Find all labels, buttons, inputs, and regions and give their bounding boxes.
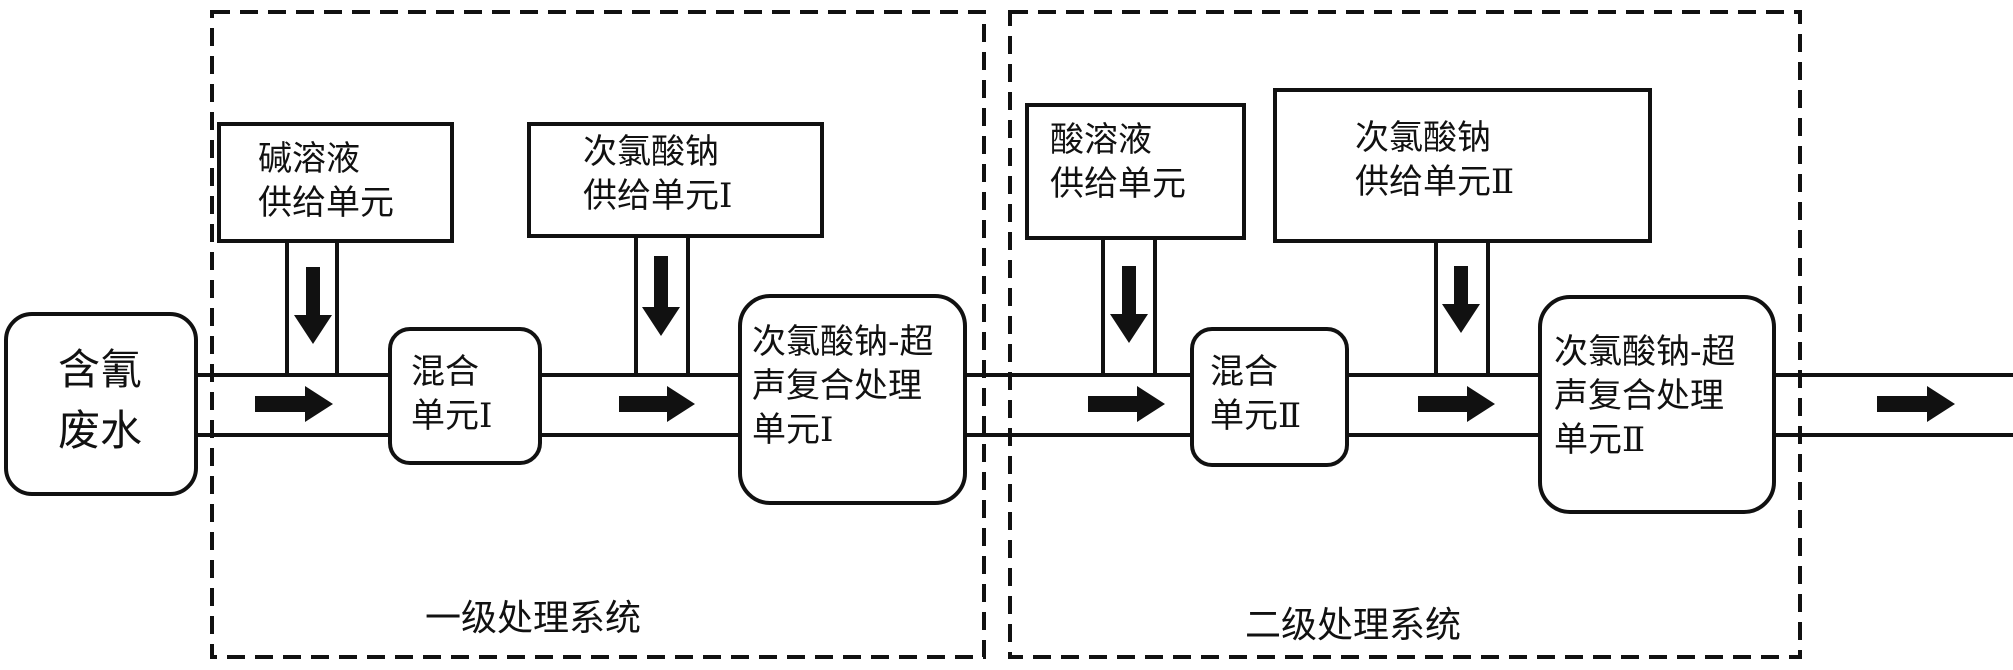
treat-unit-2-label: 次氯酸钠-超 声复合处理 单元Ⅱ bbox=[1554, 332, 1736, 461]
naclo-feed-pipe-2 bbox=[1434, 241, 1490, 375]
flow-arrow-2 bbox=[619, 386, 695, 422]
flow-arrow-3 bbox=[1088, 386, 1165, 422]
stage2-boundary bbox=[1008, 10, 1802, 659]
treat-unit-2-box bbox=[1538, 295, 1776, 514]
mix-unit-1-box bbox=[388, 327, 542, 465]
mix-unit-1-label: 混合 单元Ⅰ bbox=[411, 352, 493, 437]
acid-supply-label: 酸溶液 供给单元 bbox=[1050, 120, 1186, 205]
stage1-boundary bbox=[210, 10, 986, 659]
acid-feed-pipe bbox=[1101, 238, 1157, 375]
treat-unit-1-label: 次氯酸钠-超 声复合处理 单元Ⅰ bbox=[752, 322, 934, 451]
down-arrow-alkali bbox=[294, 267, 332, 344]
treat-unit-1-box bbox=[738, 294, 967, 505]
naclo-feed-pipe-1 bbox=[634, 236, 690, 375]
naclo-supply-box-2 bbox=[1273, 88, 1652, 243]
flow-arrow-output bbox=[1877, 386, 1955, 422]
naclo-supply-box-1 bbox=[527, 122, 824, 238]
down-arrow-acid bbox=[1110, 266, 1148, 343]
down-arrow-naclo-2 bbox=[1442, 266, 1480, 333]
input-wastewater-box bbox=[4, 312, 198, 496]
alkali-supply-box bbox=[217, 122, 454, 243]
alkali-supply-label: 碱溶液 供给单元 bbox=[258, 139, 394, 224]
mix-unit-2-label: 混合 单元Ⅱ bbox=[1210, 352, 1302, 437]
naclo-supply-2-label: 次氯酸钠 供给单元Ⅱ bbox=[1355, 118, 1515, 203]
alkali-feed-pipe bbox=[285, 241, 339, 375]
naclo-supply-1-label: 次氯酸钠 供给单元Ⅰ bbox=[583, 132, 733, 217]
flow-arrow-4 bbox=[1418, 386, 1495, 422]
stage2-group-label: 二级处理系统 bbox=[1245, 605, 1462, 646]
mix-unit-2-box bbox=[1190, 327, 1349, 467]
stage1-group-label: 一级处理系统 bbox=[425, 598, 642, 639]
flow-arrow-1 bbox=[255, 386, 333, 422]
acid-supply-box bbox=[1025, 103, 1246, 240]
input-wastewater-label: 含氰 废水 bbox=[58, 345, 143, 455]
down-arrow-naclo-1 bbox=[642, 256, 680, 336]
